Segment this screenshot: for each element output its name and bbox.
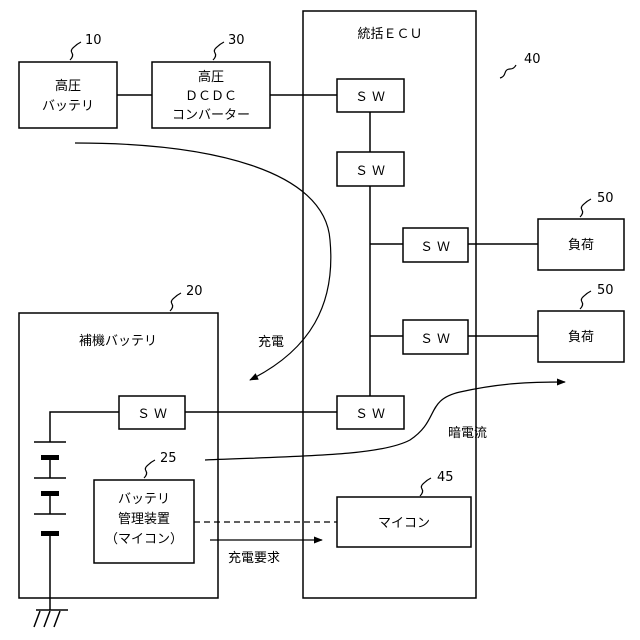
switch-ecu-1: ＳＷ bbox=[337, 79, 404, 112]
ref-leader-ecu bbox=[500, 65, 516, 78]
switch-aux: ＳＷ bbox=[119, 396, 185, 429]
ref-leader-load-2 bbox=[580, 291, 591, 309]
load-2-label: 負荷 bbox=[568, 330, 594, 345]
ref-leader-hv-battery bbox=[70, 42, 81, 60]
high-voltage-battery-label-2: バッテリ bbox=[42, 99, 94, 114]
ref-label-hv-battery: 10 bbox=[85, 33, 102, 48]
switch-ecu-3: ＳＷ bbox=[337, 396, 404, 429]
ground-icon bbox=[34, 610, 68, 627]
dcdc-converter-label-1: 高圧 bbox=[198, 69, 224, 85]
ref-leader-aux-battery bbox=[170, 293, 181, 311]
ref-label-load-1: 50 bbox=[597, 191, 614, 206]
ref-leader-dcdc bbox=[213, 42, 224, 60]
switch-label: ＳＷ bbox=[420, 240, 454, 255]
charge-request-label: 充電要求 bbox=[228, 550, 280, 566]
ref-label-aux-battery: 20 bbox=[186, 284, 203, 299]
ref-label-ecu: 40 bbox=[524, 52, 541, 67]
switch-load-2: ＳＷ bbox=[403, 320, 468, 354]
ref-label-microcontroller: 45 bbox=[437, 470, 454, 485]
charge-label: 充電 bbox=[258, 334, 284, 350]
switch-load-1: ＳＷ bbox=[403, 228, 468, 262]
switch-label: ＳＷ bbox=[355, 164, 389, 179]
aux-battery-title: 補機バッテリ bbox=[79, 334, 157, 349]
switch-label: ＳＷ bbox=[355, 407, 389, 422]
load-1: 負荷 bbox=[538, 219, 624, 270]
dcdc-converter: 高圧 ＤＣＤＣ コンバーター bbox=[152, 62, 270, 128]
microcontroller: マイコン bbox=[337, 497, 471, 547]
load-2: 負荷 bbox=[538, 311, 624, 362]
switch-label: ＳＷ bbox=[420, 332, 454, 347]
high-voltage-battery: 高圧 バッテリ bbox=[19, 62, 117, 128]
load-1-label: 負荷 bbox=[568, 238, 594, 253]
battery-management-unit-label-1: バッテリ bbox=[118, 492, 170, 507]
battery-management-unit: バッテリ 管理装置 （マイコン） bbox=[94, 480, 194, 563]
ref-leader-load-1 bbox=[580, 199, 591, 217]
dcdc-converter-label-2: ＤＣＤＣ bbox=[185, 89, 237, 104]
switch-ecu-2: ＳＷ bbox=[337, 152, 404, 186]
switch-label: ＳＷ bbox=[137, 407, 171, 422]
ref-label-load-2: 50 bbox=[597, 283, 614, 298]
high-voltage-battery-label-1: 高圧 bbox=[55, 78, 81, 94]
ref-label-bms: 25 bbox=[160, 451, 177, 466]
switch-label: ＳＷ bbox=[355, 90, 389, 105]
microcontroller-label: マイコン bbox=[378, 516, 430, 531]
dark-current-label: 暗電流 bbox=[448, 426, 487, 441]
ref-label-dcdc: 30 bbox=[228, 33, 245, 48]
battery-management-unit-label-3: （マイコン） bbox=[105, 532, 183, 547]
battery-management-unit-label-2: 管理装置 bbox=[118, 512, 170, 527]
integrated-ecu-title: 統括ＥＣＵ bbox=[357, 27, 422, 42]
high-voltage-battery-box bbox=[19, 62, 117, 128]
dcdc-converter-label-3: コンバーター bbox=[172, 108, 250, 123]
